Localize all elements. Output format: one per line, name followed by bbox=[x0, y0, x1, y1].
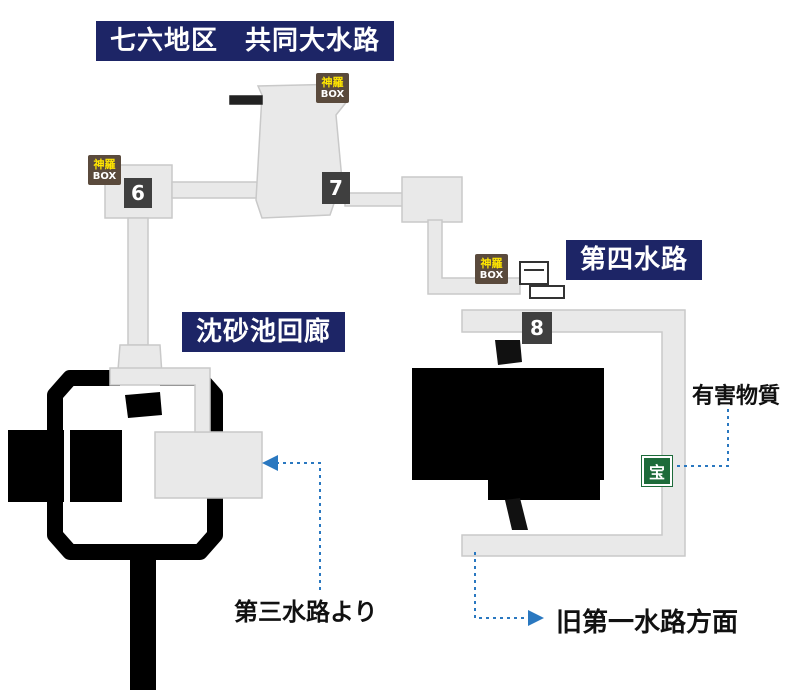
marker-6: 6 bbox=[124, 178, 152, 208]
area-title-sandy-corridor: 沈砂池回廊 bbox=[182, 312, 346, 352]
area-title-main: 七六地区 共同大水路 bbox=[96, 21, 395, 61]
sandy-inner-rooms bbox=[109, 367, 263, 499]
room-east bbox=[401, 176, 463, 223]
treasure-icon: 宝 bbox=[642, 456, 672, 486]
corridor-7-east bbox=[344, 192, 406, 207]
exit-label-third-waterway: 第三水路より bbox=[234, 598, 378, 626]
machine-icon bbox=[519, 261, 565, 299]
shinra-box-icon-7: 神羅 BOX bbox=[316, 73, 349, 103]
ledge-7 bbox=[229, 95, 263, 105]
marker-8: 8 bbox=[522, 312, 552, 344]
shinra-box-icon-6: 神羅 BOX bbox=[88, 155, 121, 185]
dark-chamber bbox=[412, 368, 604, 480]
box-badge-line2: BOX bbox=[92, 170, 117, 182]
box-badge-line2: BOX bbox=[479, 269, 504, 281]
connector-third bbox=[262, 455, 321, 590]
box-badge-line2: BOX bbox=[320, 88, 345, 100]
corridor-6-down bbox=[127, 217, 149, 346]
treasure-item-label: 有害物質 bbox=[692, 384, 781, 409]
connector-treasure bbox=[670, 408, 729, 467]
dotted-connectors bbox=[262, 408, 729, 626]
box-badge-line1: 神羅 bbox=[480, 256, 503, 270]
exit-label-old-first-waterway: 旧第一水路方面 bbox=[556, 608, 739, 638]
corridor-6-7 bbox=[171, 181, 263, 199]
shinra-box-icon-8: 神羅 BOX bbox=[475, 254, 508, 284]
upper-corridors bbox=[104, 83, 521, 381]
marker-7: 7 bbox=[322, 172, 350, 204]
box-badge-line1: 神羅 bbox=[93, 157, 116, 171]
area-title-fourth-waterway: 第四水路 bbox=[566, 240, 703, 280]
connector-first bbox=[474, 552, 544, 626]
box-badge-line1: 神羅 bbox=[321, 75, 344, 89]
